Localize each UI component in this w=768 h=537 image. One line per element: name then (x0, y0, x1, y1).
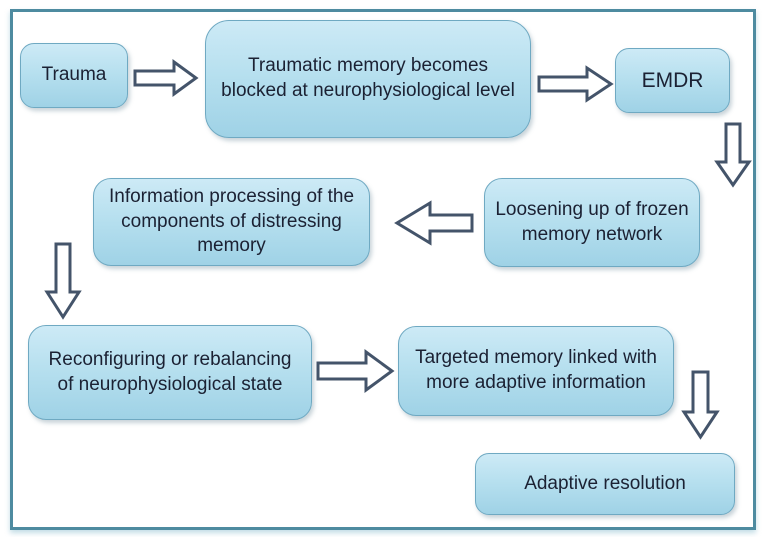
node-trauma-label: Trauma (41, 64, 107, 86)
node-reconfiguring-label: Reconfiguring or rebalancing of neurophy… (48, 348, 292, 395)
node-blocked-memory: Traumatic memory becomes blocked at neur… (205, 20, 531, 138)
node-emdr-label: EMDR (641, 68, 704, 92)
down-arrow-icon (44, 242, 82, 320)
node-blocked-memory-label: Traumatic memory becomes blocked at neur… (221, 55, 515, 101)
left-arrow-icon (394, 200, 474, 246)
right-arrow-icon (133, 59, 199, 97)
node-trauma: Trauma (20, 43, 128, 108)
down-arrow-icon (714, 122, 752, 188)
node-loosening: Loosening up of frozen memory network (484, 178, 700, 267)
node-emdr: EMDR (615, 48, 730, 113)
node-adaptive-resolution: Adaptive resolution (475, 453, 735, 515)
node-reconfiguring: Reconfiguring or rebalancing of neurophy… (28, 325, 312, 420)
node-targeted-memory-label: Targeted memory linked with more adaptiv… (415, 347, 657, 393)
node-loosening-label: Loosening up of frozen memory network (495, 198, 689, 245)
node-information-processing: Information processing of the components… (93, 178, 370, 266)
node-targeted-memory: Targeted memory linked with more adaptiv… (398, 326, 674, 416)
node-adaptive-resolution-label: Adaptive resolution (524, 472, 686, 494)
down-arrow-icon (681, 370, 720, 440)
node-information-processing-label: Information processing of the components… (108, 185, 355, 257)
right-arrow-icon (316, 349, 395, 393)
right-arrow-icon (537, 65, 614, 103)
